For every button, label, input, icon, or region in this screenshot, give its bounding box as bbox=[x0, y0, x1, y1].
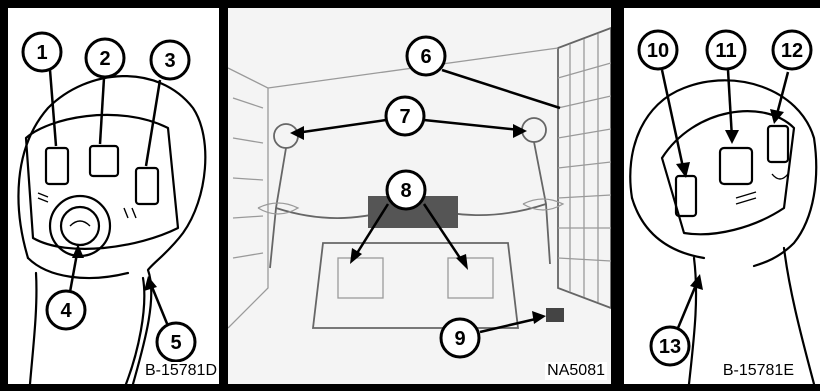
floor-panel bbox=[311, 242, 520, 329]
svg-text:10: 10 bbox=[647, 40, 669, 62]
leader-7a bbox=[295, 118, 387, 135]
right-joystick-drawing: 10 11 12 13 bbox=[629, 29, 818, 384]
callout-5: 5 bbox=[155, 321, 197, 363]
leader-13 bbox=[676, 279, 700, 329]
switch-markings bbox=[37, 192, 137, 219]
svg-text:5: 5 bbox=[170, 332, 181, 354]
center-panel: 6 7 8 9 NA5081 bbox=[228, 8, 611, 384]
svg-text:11: 11 bbox=[715, 40, 736, 62]
switch-3-rocker bbox=[134, 166, 160, 206]
switch-plate bbox=[24, 113, 180, 251]
switch-2-rocker bbox=[88, 144, 120, 178]
left-panel: 1 2 3 4 5 B-15781D bbox=[8, 8, 219, 384]
switch-12-rocker bbox=[766, 124, 790, 164]
left-floor-pedal bbox=[337, 257, 384, 299]
joystick-stem-left bbox=[28, 271, 38, 384]
arrowhead-8a bbox=[350, 248, 362, 264]
arrowhead-8b bbox=[456, 254, 468, 270]
arrowhead-9 bbox=[532, 311, 546, 324]
callout-12: 12 bbox=[771, 29, 813, 71]
center-panel-frame: 6 7 8 9 NA5081 bbox=[222, 0, 618, 391]
right-floor-pedal bbox=[447, 257, 494, 299]
leader-6 bbox=[441, 68, 561, 110]
callout-11: 11 bbox=[705, 29, 747, 71]
right-panel-frame: 10 11 12 13 B-15781E bbox=[616, 0, 820, 391]
switch-plate-right bbox=[660, 110, 796, 236]
button-4-cap bbox=[59, 205, 101, 247]
leader-10 bbox=[660, 69, 686, 173]
leader-2 bbox=[98, 77, 106, 145]
right-side-mesh bbox=[557, 27, 611, 309]
svg-text:7: 7 bbox=[399, 106, 410, 128]
arrowhead-5 bbox=[144, 276, 157, 291]
leader-3 bbox=[144, 79, 162, 167]
svg-text:8: 8 bbox=[400, 180, 411, 202]
left-reference-code: B-15781D bbox=[142, 362, 219, 380]
svg-text:3: 3 bbox=[164, 50, 175, 72]
right-reference-code: B-15781E bbox=[720, 362, 796, 380]
leader-8b bbox=[422, 203, 466, 265]
joystick-stem-right bbox=[124, 276, 146, 384]
left-side-frame bbox=[228, 67, 269, 329]
arrowhead-4 bbox=[72, 244, 84, 258]
callout-2: 2 bbox=[84, 37, 126, 79]
leader-1 bbox=[48, 69, 58, 147]
svg-text:2: 2 bbox=[99, 48, 110, 70]
svg-text:4: 4 bbox=[60, 300, 72, 322]
callout-1: 1 bbox=[21, 31, 63, 73]
callout-6: 6 bbox=[405, 35, 447, 77]
callout-10: 10 bbox=[637, 29, 679, 71]
joystick-lower-edge bbox=[26, 256, 130, 280]
arrowhead-11 bbox=[725, 130, 739, 144]
callout-9: 9 bbox=[439, 317, 481, 359]
svg-text:12: 12 bbox=[781, 40, 803, 62]
arrowhead-10 bbox=[676, 162, 690, 178]
small-component-9 bbox=[546, 308, 564, 322]
leader-12 bbox=[774, 71, 790, 119]
callout-4: 4 bbox=[45, 289, 87, 331]
leader-11 bbox=[726, 69, 734, 139]
joystick-lower-edge-right bbox=[630, 196, 706, 260]
left-side-mesh bbox=[232, 97, 264, 259]
switch-1-rocker bbox=[44, 146, 70, 186]
switch-10-rocker bbox=[674, 174, 698, 218]
button-4-bezel bbox=[48, 194, 112, 258]
switch-markings-right bbox=[735, 173, 789, 205]
switch-11-rocker bbox=[718, 146, 754, 186]
leader-8a bbox=[352, 203, 390, 259]
arrowhead-7b bbox=[513, 124, 527, 138]
svg-text:9: 9 bbox=[454, 328, 465, 350]
right-panel: 10 11 12 13 B-15781E bbox=[624, 8, 820, 384]
center-reference-code: NA5081 bbox=[545, 362, 607, 380]
joystick-stem-right-right bbox=[782, 246, 816, 384]
seat-bolsters bbox=[257, 198, 565, 215]
cab-interior-photo: 6 7 8 9 bbox=[228, 8, 611, 384]
svg-text:13: 13 bbox=[659, 336, 681, 358]
leader-5 bbox=[148, 281, 170, 327]
left-joystick-drawing: 1 2 3 4 5 bbox=[17, 31, 207, 384]
arrowhead-13 bbox=[690, 274, 703, 290]
svg-text:1: 1 bbox=[36, 42, 47, 64]
leader-9 bbox=[479, 316, 541, 334]
joystick-stem-left-right bbox=[687, 256, 698, 384]
arrowhead-12 bbox=[770, 109, 784, 124]
arrowhead-7a bbox=[290, 126, 304, 140]
button-4-symbol bbox=[69, 220, 91, 227]
callout-3: 3 bbox=[149, 39, 191, 81]
svg-text:6: 6 bbox=[420, 46, 431, 68]
callout-8: 8 bbox=[385, 169, 427, 211]
joystick-outline-right bbox=[629, 79, 818, 268]
left-panel-frame: 1 2 3 4 5 B-15781D bbox=[0, 0, 224, 391]
callout-13: 13 bbox=[649, 325, 691, 367]
leader-7b bbox=[423, 118, 521, 132]
callout-7: 7 bbox=[384, 95, 426, 137]
